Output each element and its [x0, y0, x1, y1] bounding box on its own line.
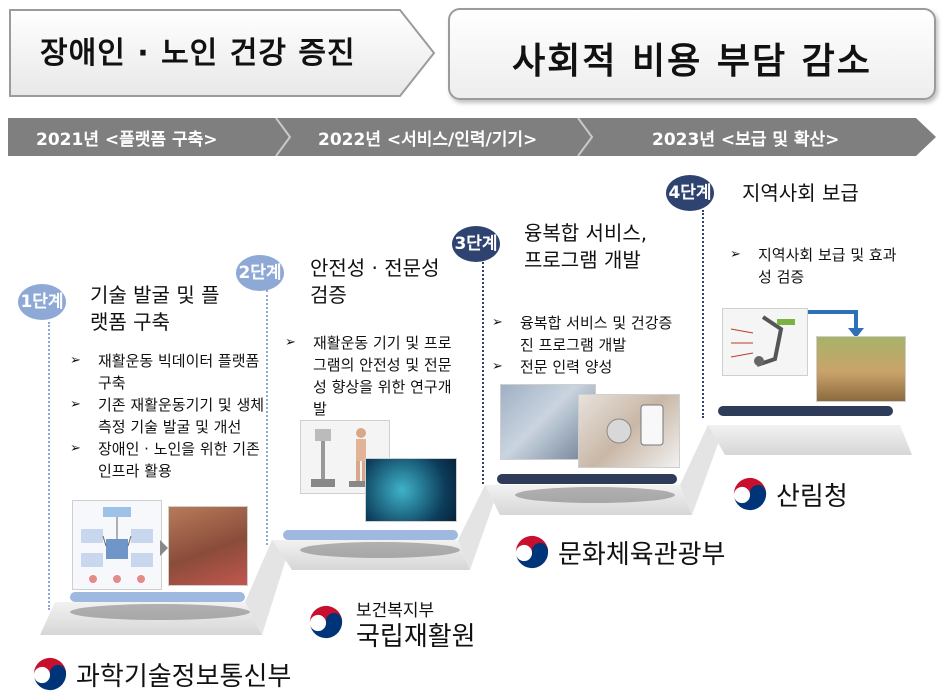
arrow-down-right-icon — [808, 310, 864, 338]
timeline-phase-2023: 2023년 <보급 및 확산> — [652, 130, 840, 150]
stage2-title-line1: 안전성 · 전문성 — [310, 256, 440, 280]
community-park-photo — [816, 336, 906, 402]
goal-text-cost: 사회적 비용 부담 감소 — [512, 41, 872, 82]
stage1-bullet: 장애인 · 노인을 위한 기존 인프라 활용 — [70, 438, 270, 482]
stage4-bullet: 지역사회 보급 및 효과성 검증 — [730, 244, 905, 288]
stage3-guide-line — [482, 262, 484, 484]
stage4-title-line1: 지역사회 보급 — [742, 181, 859, 205]
ministry-kfs: 산림청 — [776, 482, 848, 512]
stage3-title-line2: 프로그램 개발 — [524, 248, 641, 272]
goal-text-health: 장애인 · 노인 건강 증진 — [40, 36, 356, 71]
ministry-mohw: 보건복지부 — [356, 601, 435, 621]
stage2-badge: 2단계 — [236, 255, 284, 291]
platform-diagram-image — [72, 500, 162, 590]
stage1-bullet: 기존 재활운동기기 및 생체측정 기술 발굴 및 개선 — [70, 394, 270, 438]
stage1-badge: 1단계 — [18, 284, 66, 320]
stage2-bullet: 재활운동 기기 및 프로그램의 안전성 및 전문성 향상을 위한 연구개발 — [285, 332, 455, 420]
stage1-bullet: 재활운동 빅데이터 플랫폼 구축 — [70, 350, 270, 394]
stage3-bullet: 융복합 서비스 및 건강증진 프로그램 개발 — [492, 312, 682, 356]
step-bar-4 — [718, 406, 893, 416]
goal-banner-right: 사회적 비용 부담 감소 — [448, 8, 936, 100]
step-bar-1 — [70, 592, 245, 602]
stage2-title: 안전성 · 전문성 검증 — [310, 255, 439, 309]
stage4-title: 지역사회 보급 — [742, 180, 859, 207]
government-emblem-icon — [31, 655, 69, 693]
arrow-right-icon — [160, 540, 168, 556]
stage1-bullets: 재활운동 빅데이터 플랫폼 구축 기존 재활운동기기 및 생체측정 기술 발굴 … — [70, 350, 270, 482]
timeline-bar — [8, 118, 936, 156]
government-emblem-icon — [733, 477, 767, 511]
stage2-title-line2: 검증 — [310, 283, 347, 307]
stage4-guide-line — [702, 210, 704, 418]
staircase-graphic — [40, 425, 912, 635]
stage1-guide-line — [48, 322, 50, 610]
stage4-bullets: 지역사회 보급 및 효과성 검증 — [730, 244, 905, 288]
government-emblem-icon — [309, 605, 343, 639]
timeline-phase-2021: 2021년 <플랫폼 구축> — [36, 130, 218, 150]
stage1-title-line2: 랫폼 구축 — [90, 310, 170, 334]
outdoor-equipment-image — [722, 308, 808, 376]
step-bar-2 — [283, 530, 458, 540]
digital-body-image — [365, 458, 457, 522]
stage3-bullets: 융복합 서비스 및 건강증진 프로그램 개발 전문 인력 양성 — [492, 312, 682, 378]
timeline-phase-2022: 2022년 <서비스/인력/기기> — [318, 130, 538, 150]
stage1-title-line1: 기술 발굴 및 플 — [90, 283, 220, 307]
rehab-exercise-photo — [168, 506, 248, 586]
stage4-badge: 4단계 — [666, 175, 714, 211]
stage2-bullets: 재활운동 기기 및 프로그램의 안전성 및 전문성 향상을 위한 연구개발 — [285, 332, 455, 420]
smartphone-app-photo — [578, 394, 680, 468]
stage3-bullet: 전문 인력 양성 — [492, 356, 682, 378]
stage3-title: 융복합 서비스, 프로그램 개발 — [524, 220, 647, 274]
ministry-mcst: 문화체육관광부 — [558, 540, 726, 570]
stage1-title: 기술 발굴 및 플 랫폼 구축 — [90, 282, 219, 336]
ministry-msit: 과학기술정보통신부 — [76, 662, 292, 692]
stage3-title-line1: 융복합 서비스, — [524, 221, 648, 245]
government-emblem-icon — [515, 535, 549, 569]
goal-banner-left — [9, 9, 436, 97]
stage3-badge: 3단계 — [452, 226, 500, 262]
step-bar-3 — [497, 474, 677, 484]
ministry-nrc: 국립재활원 — [356, 622, 476, 652]
